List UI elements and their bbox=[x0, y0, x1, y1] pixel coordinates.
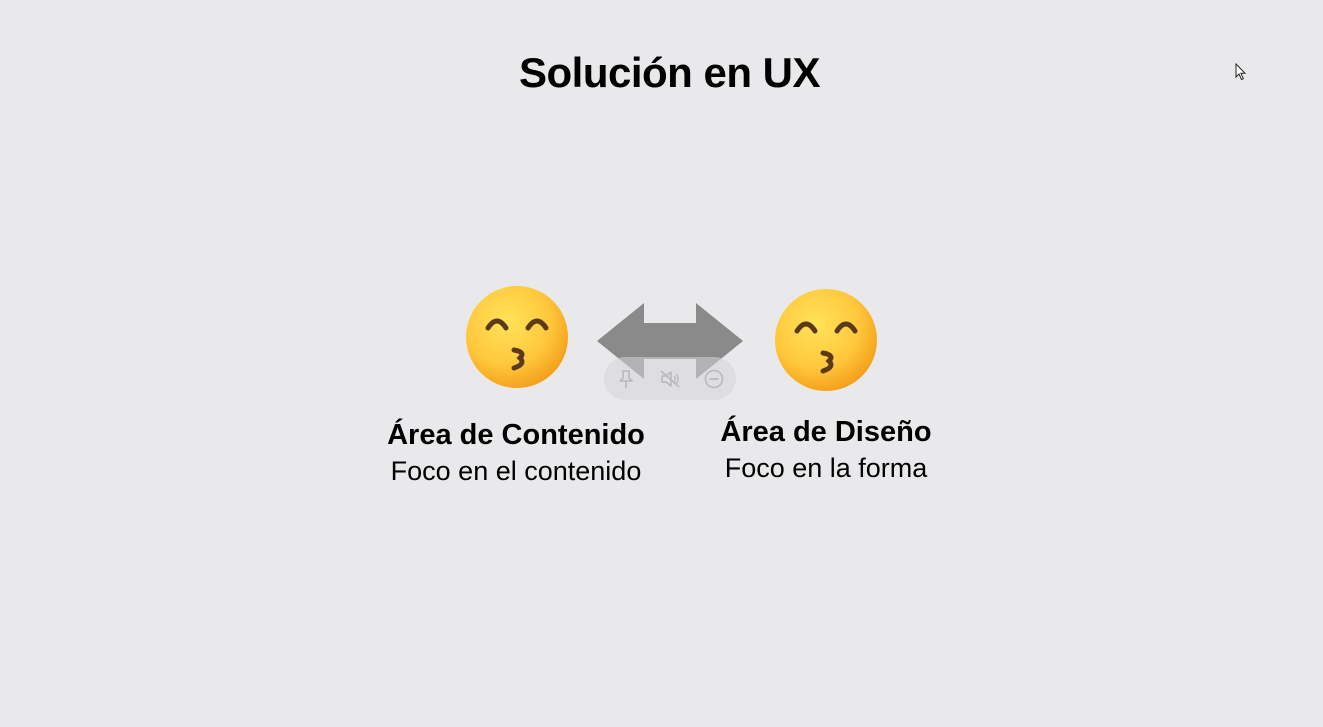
design-area-heading: Área de Diseño bbox=[720, 416, 932, 448]
media-control-toolbar bbox=[604, 357, 736, 400]
content-area-subtitle: Foco en el contenido bbox=[390, 456, 642, 486]
content-area-heading: Área de Contenido bbox=[387, 419, 645, 451]
mouse-cursor-icon bbox=[1235, 63, 1247, 81]
minimize-button[interactable] bbox=[702, 367, 726, 391]
design-area-subtitle: Foco en la forma bbox=[724, 453, 928, 483]
kissing-face-emoji-icon bbox=[466, 286, 568, 388]
design-area-caption: Área de Diseño Foco en la forma bbox=[676, 415, 976, 487]
slide-title: Solución en UX bbox=[518, 49, 821, 96]
content-area-caption: Área de Contenido Foco en el contenido bbox=[366, 418, 666, 490]
kissing-face-emoji-icon bbox=[775, 289, 877, 391]
mute-icon bbox=[660, 369, 680, 388]
pin-icon bbox=[619, 369, 633, 388]
pin-button[interactable] bbox=[614, 367, 638, 391]
minimize-icon bbox=[704, 369, 724, 388]
mute-button[interactable] bbox=[658, 367, 682, 391]
